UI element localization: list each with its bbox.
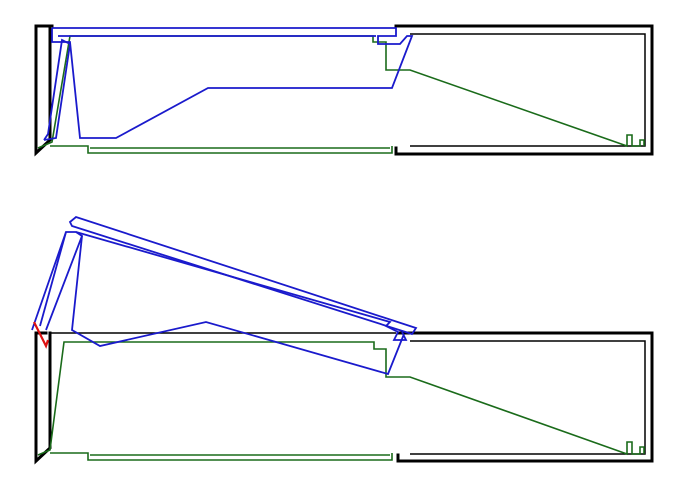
base-link-open-bottom bbox=[50, 452, 393, 461]
base-link-open-body bbox=[37, 341, 645, 456]
frame-open-right bbox=[396, 331, 654, 463]
moving-link-closed-top-rail bbox=[51, 27, 414, 139]
frame-open-outer bbox=[34, 331, 52, 465]
frame-closed-top bbox=[394, 24, 654, 156]
base-link-closed bbox=[37, 35, 645, 154]
pivot-marker-open bbox=[33, 321, 50, 349]
moving-link-open-arm-inner bbox=[39, 231, 67, 327]
frame-closed-outer bbox=[34, 24, 54, 157]
moving-link-open-rail bbox=[68, 215, 418, 336]
frame-open-inner bbox=[410, 340, 646, 455]
frame-closed bbox=[34, 24, 654, 157]
frame-open bbox=[34, 331, 654, 465]
pivot-marker-open-line bbox=[33, 321, 50, 349]
moving-link-open-left-arm bbox=[31, 231, 84, 331]
base-link-closed-bottom bbox=[50, 145, 393, 154]
frame-closed-inner bbox=[410, 33, 646, 147]
moving-link-open-rail-inner bbox=[75, 231, 408, 341]
moving-link-open-web bbox=[71, 235, 405, 376]
view-closed bbox=[34, 24, 654, 157]
view-open bbox=[31, 215, 654, 465]
moving-link-closed-left-arm bbox=[43, 38, 71, 141]
moving-link-open bbox=[31, 215, 418, 376]
base-link-open bbox=[37, 341, 645, 461]
moving-link-closed bbox=[43, 27, 414, 141]
